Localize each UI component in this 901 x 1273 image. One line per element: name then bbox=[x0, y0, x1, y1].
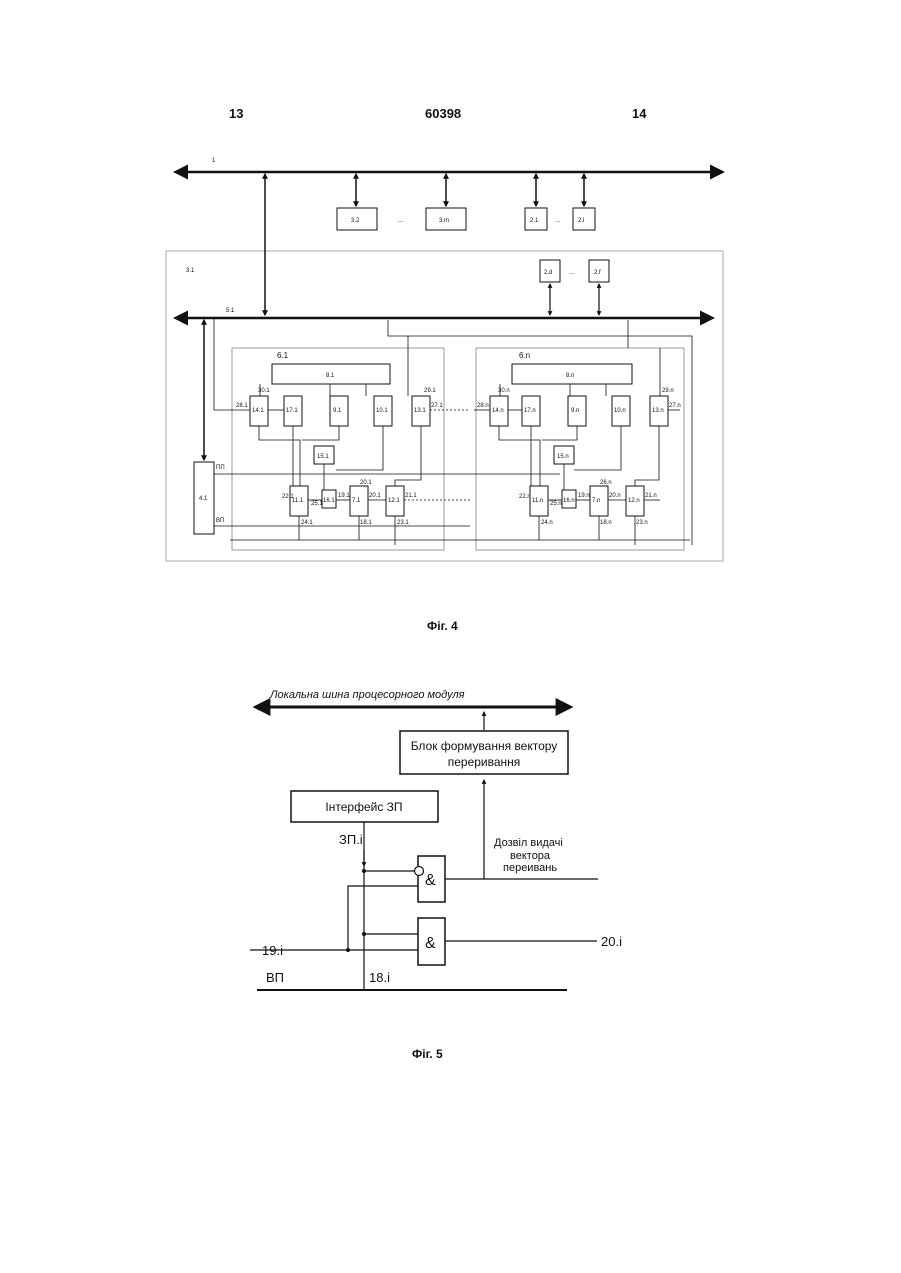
diagram-label: 28.n bbox=[477, 403, 489, 409]
diagram-label: 30.1 bbox=[258, 388, 270, 394]
diagram-label: 15.1 bbox=[317, 454, 329, 460]
diagram-label: 1 bbox=[212, 158, 216, 164]
diagram-label: 11.1 bbox=[292, 498, 304, 504]
diagram-label: вектора bbox=[510, 850, 551, 862]
diagram-label: 9.1 bbox=[333, 408, 342, 414]
diagram-label: ВП bbox=[266, 970, 284, 985]
diagram-label: 2.l bbox=[578, 218, 584, 224]
diagram-label: ПП bbox=[216, 465, 225, 471]
diagram-label: 9.n bbox=[571, 408, 579, 414]
diagram-label: 19.i bbox=[262, 943, 283, 958]
diagram-label: переривання bbox=[448, 755, 521, 769]
diagram-label: 2.d bbox=[544, 270, 552, 276]
diagram-label: 12.n bbox=[628, 498, 640, 504]
diagram-label: 7.1 bbox=[352, 498, 361, 504]
diagram-label: 20.1 bbox=[360, 480, 372, 486]
diagram-label: 29.1 bbox=[424, 388, 436, 394]
diagram-label: 16.n bbox=[563, 498, 575, 504]
cluster-1-frame bbox=[232, 348, 444, 550]
diagram-label: 30.n bbox=[498, 388, 510, 394]
diagram-label: 14.n bbox=[492, 408, 504, 414]
diagram-label: 12.1 bbox=[388, 498, 400, 504]
diagram-label: 20.i bbox=[601, 934, 622, 949]
cluster-n-frame bbox=[476, 348, 684, 550]
diagram-label: 11.n bbox=[532, 498, 543, 504]
diagram-label: 4.1 bbox=[199, 496, 208, 502]
diagram-label: 18.i bbox=[369, 970, 390, 985]
diagram-label: 13.1 bbox=[414, 408, 426, 414]
diagram-label: 24.n bbox=[541, 520, 553, 526]
diagram-label: Дозвіл видачі bbox=[494, 837, 563, 849]
diagram-label: 20.n bbox=[609, 493, 621, 499]
diagram-label: 18.n bbox=[600, 520, 612, 526]
diagram-label: 18.1 bbox=[360, 520, 372, 526]
diagram-label: 13.n bbox=[652, 408, 664, 414]
diagram-label: 3.m bbox=[439, 218, 449, 224]
diagram-label: переивань bbox=[503, 862, 557, 874]
diagram-label: 23.n bbox=[636, 520, 648, 526]
diagram-label: Інтерфейс ЗП bbox=[325, 800, 402, 814]
diagram-label: ... bbox=[398, 218, 403, 224]
diagram-label: Локальна шина процесорного модуля bbox=[269, 689, 465, 701]
diagram-label: Блок формування вектору bbox=[411, 739, 558, 753]
diagram-label: 19.1 bbox=[338, 493, 350, 499]
diagram-label: ЗП.i bbox=[339, 832, 363, 847]
diagram-label: 17.n bbox=[524, 408, 536, 414]
diagram-label: 24.1 bbox=[301, 520, 313, 526]
diagram-label: 21.n bbox=[645, 493, 657, 499]
inverter-bubble bbox=[415, 867, 424, 876]
diagram-label: 27.n bbox=[669, 403, 681, 409]
diagram-label: 29.n bbox=[662, 388, 674, 394]
diagram-label: 5.1 bbox=[226, 308, 235, 314]
diagram-label: 2.1 bbox=[530, 218, 539, 224]
fig5-caption: Фіг. 5 bbox=[412, 1047, 443, 1061]
diagram-label: 16.1 bbox=[323, 498, 335, 504]
diagram-label: 28.1 bbox=[236, 403, 248, 409]
diagram-label: 22.1 bbox=[282, 494, 294, 500]
diagram-label: 8.n bbox=[566, 373, 574, 379]
diagram-label: 27.1 bbox=[431, 403, 443, 409]
diagram-label: 6.1 bbox=[277, 351, 289, 360]
diagram-label: ... bbox=[569, 270, 574, 276]
diagram-label: 2.f bbox=[594, 270, 601, 276]
diagram-label: 7.n bbox=[592, 498, 600, 504]
diagram-label: & bbox=[425, 872, 436, 889]
diagram-label: 15.n bbox=[557, 454, 569, 460]
diagram-label: 3.1 bbox=[186, 268, 195, 274]
diagram-label: 10.n bbox=[614, 408, 626, 414]
diagram-label: 19.n bbox=[578, 493, 590, 499]
diagram-label: 3.2 bbox=[351, 218, 360, 224]
diagram-label: 14.1 bbox=[252, 408, 264, 414]
diagram-label: 8.1 bbox=[326, 373, 335, 379]
diagram-label: 10.1 bbox=[376, 408, 388, 414]
figure-4-labels: 1 5.1 3.1 6.1 6.n 3.2 ... 3.m 2.1 ... 2.… bbox=[186, 158, 681, 526]
diagram-label: & bbox=[425, 935, 436, 952]
diagram-label: 17.1 bbox=[286, 408, 298, 414]
fig4-caption: Фіг. 4 bbox=[427, 619, 458, 633]
diagram-label: 20.1 bbox=[369, 493, 381, 499]
diagram-label: 23.1 bbox=[397, 520, 409, 526]
diagram-label: 6.n bbox=[519, 351, 530, 360]
diagram-label: 21.1 bbox=[405, 493, 417, 499]
diagram-label: 26.n bbox=[600, 480, 612, 486]
diagram-label: ВП bbox=[216, 518, 224, 524]
diagram-label: 25.1 bbox=[311, 501, 323, 507]
diagram-label: 25.n bbox=[550, 501, 562, 507]
diagram-label: ... bbox=[555, 218, 560, 224]
diagram-label: 22.n bbox=[519, 494, 531, 500]
